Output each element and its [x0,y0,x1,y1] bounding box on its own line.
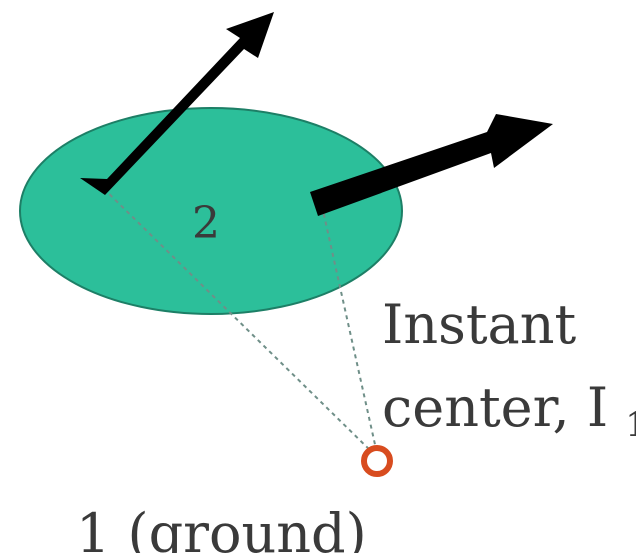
instant-center-label-line1: Instant [382,293,576,356]
instant-center-label-line2: center, I 12 [382,376,636,445]
velocity-arrow-right [310,114,553,216]
instant-center-subscript: 12 [625,405,636,445]
instant-center-label-prefix: center, I [382,376,608,439]
body-label: 2 [192,198,220,249]
ground-label: 1 (ground) [76,502,367,553]
construction-line-right [321,205,379,459]
rigid-body-2 [19,107,403,315]
instant-center-marker [361,445,393,477]
construction-line-left [97,182,379,459]
velocity-arrow-left [80,12,274,195]
